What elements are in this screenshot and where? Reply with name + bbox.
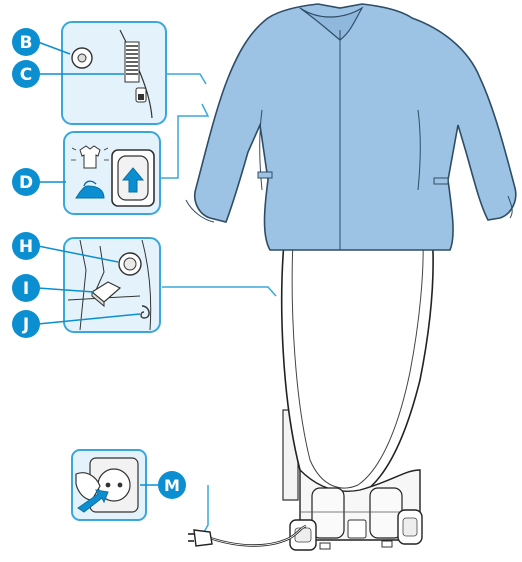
power-plug[interactable] [188, 530, 212, 546]
jacket-body [195, 4, 516, 250]
mode-switch[interactable] [112, 150, 154, 206]
callout-m-label: M [164, 476, 180, 495]
detail-panel-socket [72, 450, 146, 520]
jacket-pocket-left [258, 172, 272, 178]
callout-d-label: D [19, 173, 33, 193]
detail-panel-controls [62, 22, 166, 124]
water-connector[interactable] [119, 253, 141, 275]
callout-b-label: B [20, 33, 33, 53]
connector-m [204, 485, 208, 532]
callout-d: D [12, 168, 66, 196]
detail-panel-connectors [64, 238, 160, 332]
callout-h-label: H [19, 237, 33, 257]
wheel-right [398, 510, 422, 544]
steamer-appliance [282, 232, 433, 550]
jacket-pocket-right [434, 178, 448, 184]
callout-j-label: J [22, 315, 29, 335]
jacket [186, 4, 516, 250]
callout-c-label: C [20, 65, 32, 85]
detail-panel-mode [64, 132, 160, 214]
callout-i-label: I [23, 279, 29, 299]
steam-button[interactable] [72, 48, 92, 68]
connector-hij [162, 287, 276, 296]
connector-c [165, 74, 206, 84]
ironing-board [282, 232, 433, 500]
